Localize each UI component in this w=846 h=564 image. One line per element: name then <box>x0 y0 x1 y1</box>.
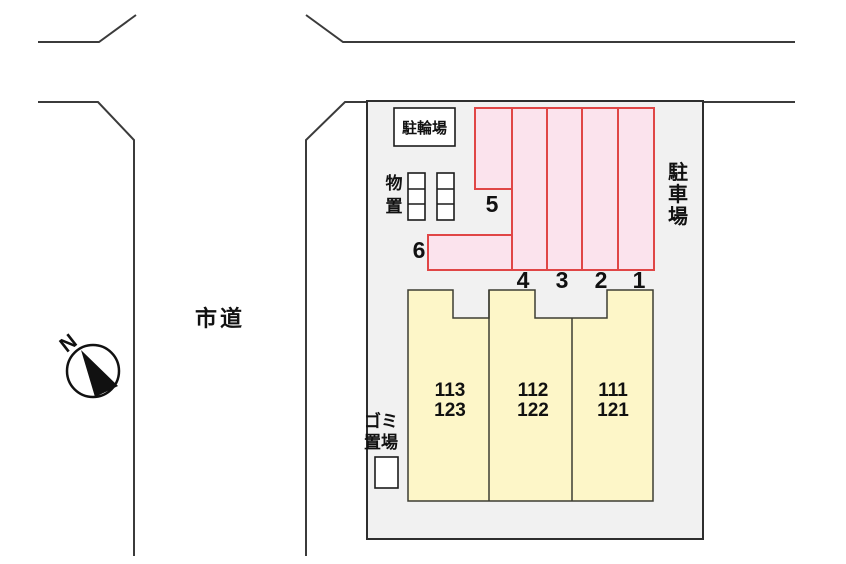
parking-space-5-number: 5 <box>485 191 499 217</box>
garbage-box <box>374 456 399 489</box>
city-road-label: 市道 <box>195 306 246 331</box>
storage-label: 物 置 <box>385 174 403 216</box>
bicycle-parking-box <box>393 107 456 147</box>
parking-space-4-number: 4 <box>516 267 530 293</box>
compass-needle-icon <box>81 350 118 397</box>
parking-area <box>427 107 655 271</box>
parking-space-6-number: 6 <box>412 237 426 263</box>
bicycle-parking-label: 駐輪場 <box>401 119 447 137</box>
storage-box-2 <box>436 172 455 221</box>
road-edge-top-right-upper <box>305 14 795 43</box>
unit-label-113-123: 113 123 <box>434 380 466 421</box>
storage-box-1 <box>407 172 426 221</box>
unit-label-112-122: 112 122 <box>517 380 549 421</box>
road-edge-top-left-upper <box>38 14 137 43</box>
unit-label-111-121: 111 121 <box>597 380 629 421</box>
compass-circle <box>65 343 121 399</box>
parking-space-3-number: 3 <box>555 267 569 293</box>
building-outline <box>407 289 654 502</box>
parking-lot-label: 駐 車 場 <box>668 162 688 228</box>
parking-space-2-number: 2 <box>594 267 608 293</box>
parking-space-1-number: 1 <box>632 267 646 293</box>
garbage-area-label: ゴミ 置場 <box>364 412 398 452</box>
compass-north-label: N <box>55 330 81 357</box>
road-edge-left-lower <box>38 101 135 556</box>
